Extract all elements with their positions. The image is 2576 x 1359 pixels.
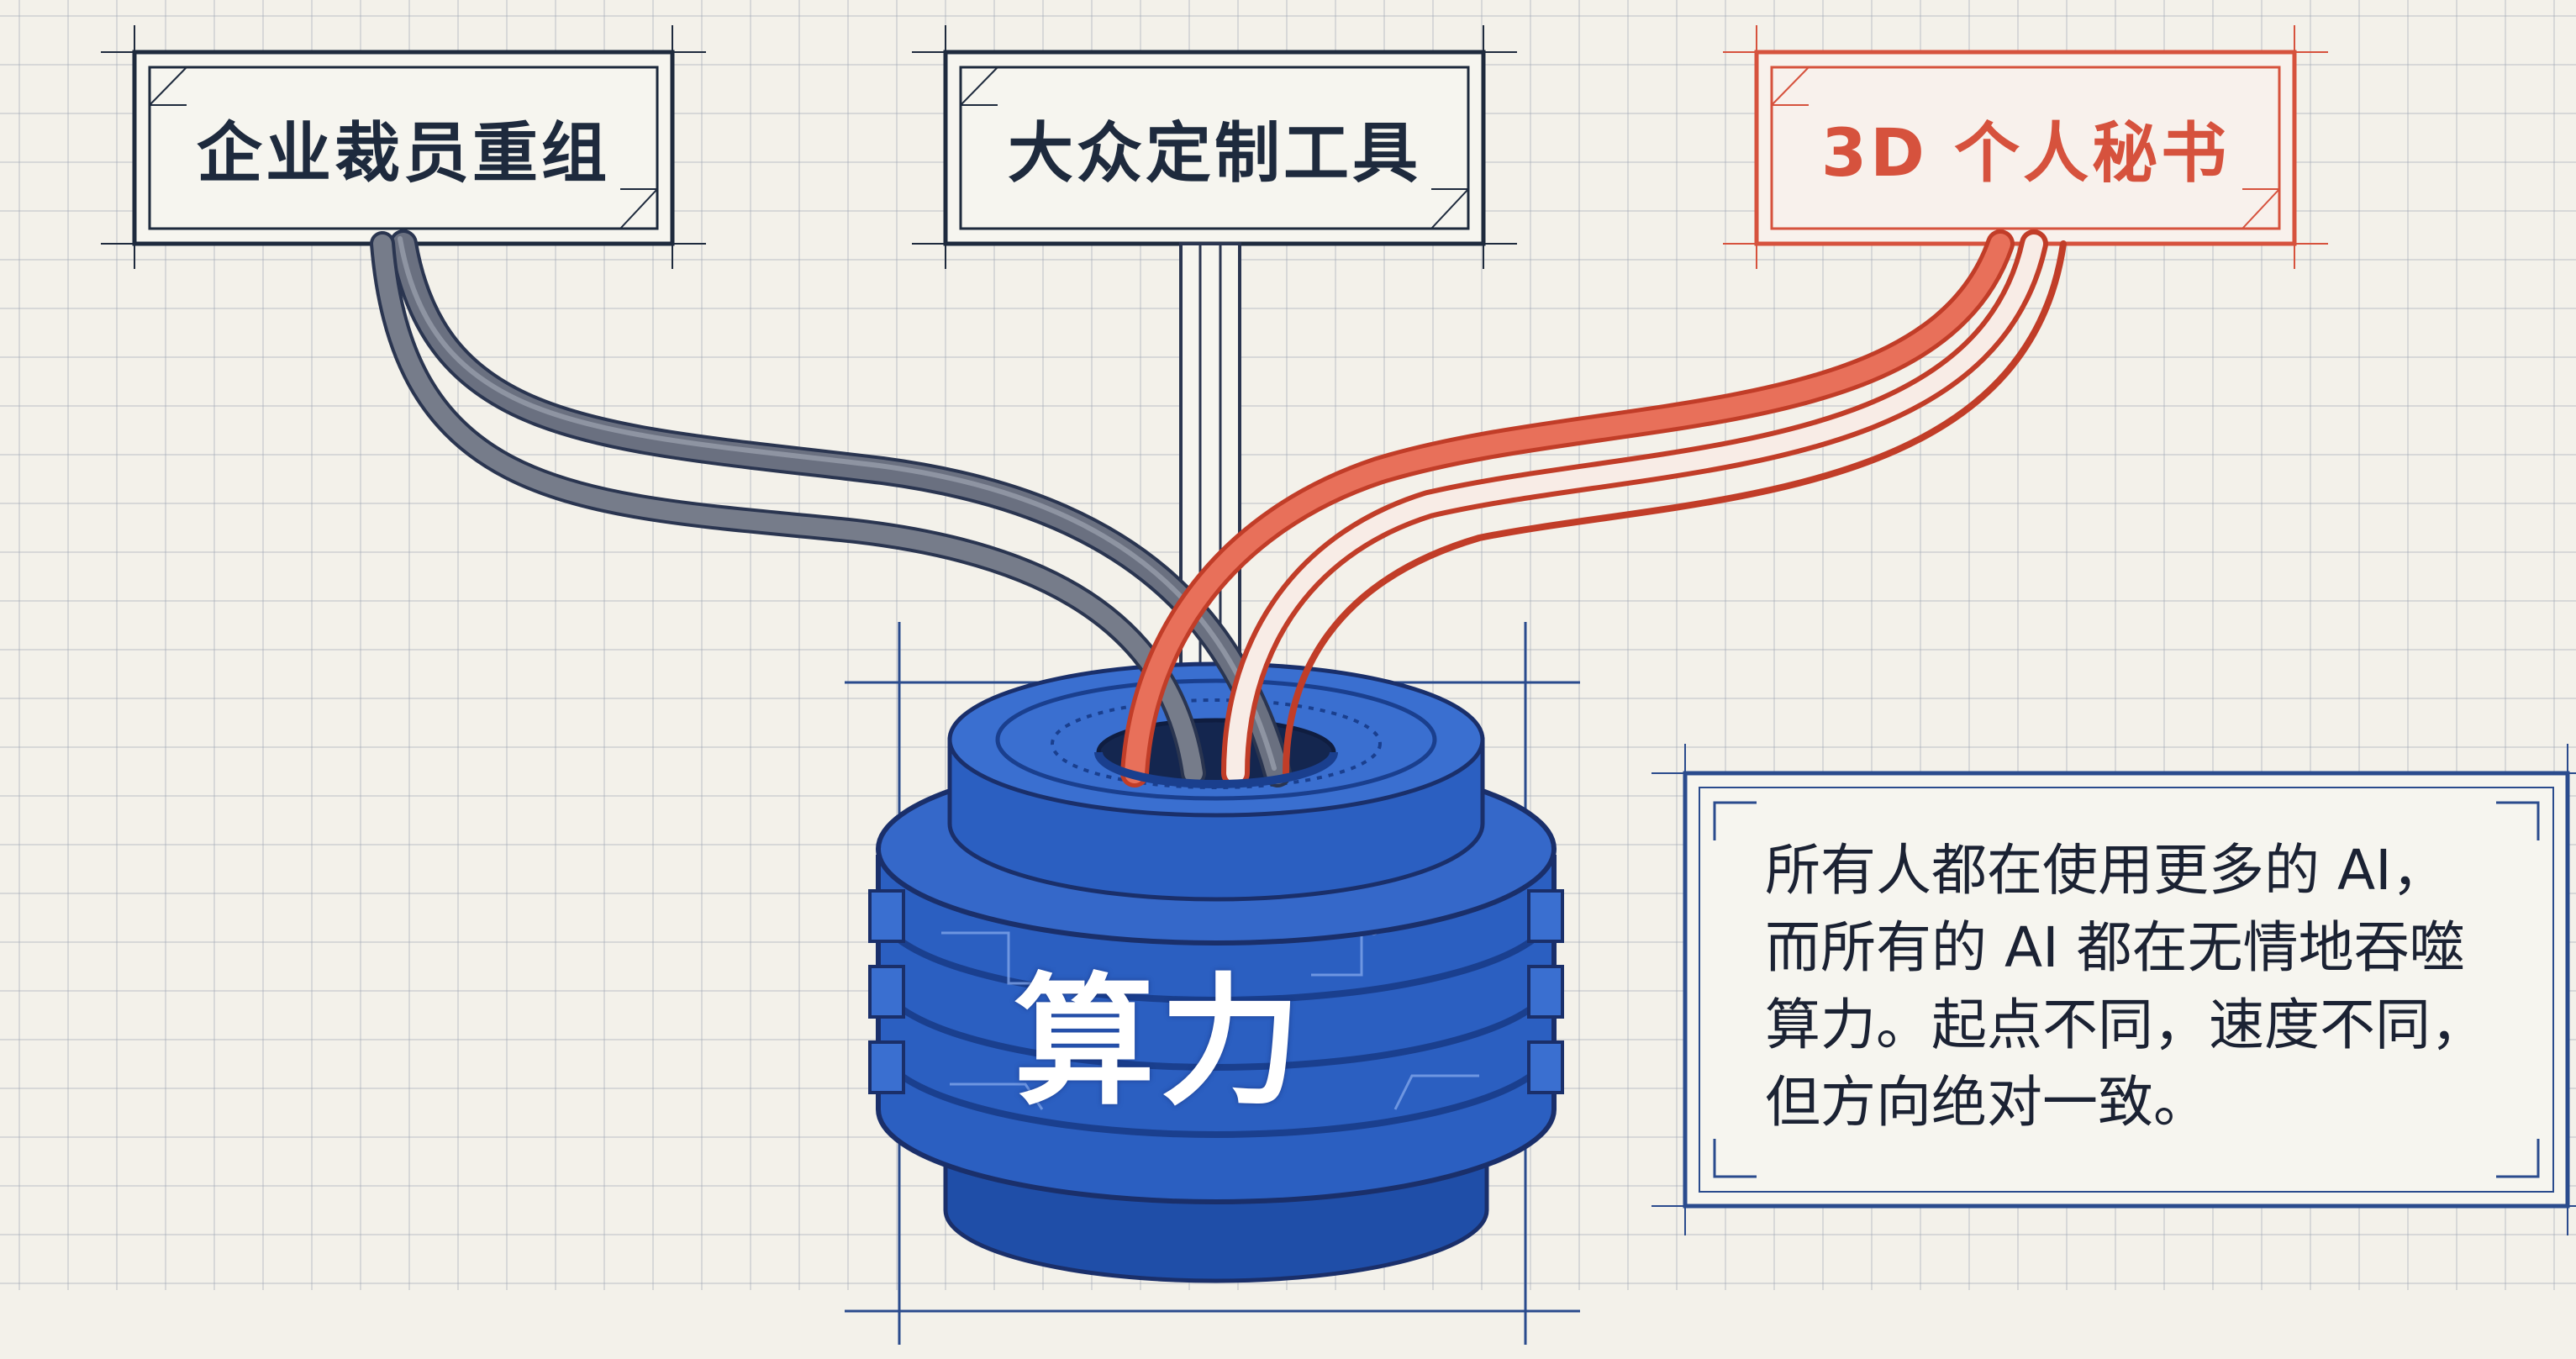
note-line: 算力。起点不同，速度不同， xyxy=(1765,993,2486,1057)
note-panel xyxy=(1651,744,2576,1235)
compute-core xyxy=(845,622,1580,1345)
paper-margin xyxy=(0,1290,2576,1359)
label-box-right xyxy=(1723,25,2328,269)
note-text: 所有人都在使用更多的 AI， 而所有的 AI 都在无情地吞噬 算力。起点不同，速… xyxy=(1765,832,2521,1141)
label-left: 企业裁员重组 xyxy=(196,116,610,192)
core-label: 算力 xyxy=(1014,959,1306,1125)
note-line: 所有人都在使用更多的 AI， xyxy=(1765,838,2447,903)
label-box-middle xyxy=(912,25,1517,269)
label-box-left xyxy=(101,25,706,269)
note-line: 而所有的 AI 都在无情地吞噬 xyxy=(1765,915,2465,980)
inlet-lip xyxy=(1094,751,1338,788)
label-right: 3D 个人秘书 xyxy=(1820,116,2231,192)
note-line: 但方向绝对一致。 xyxy=(1765,1070,2209,1135)
label-middle: 大众定制工具 xyxy=(1007,116,1421,192)
cable-right xyxy=(1120,229,2067,787)
